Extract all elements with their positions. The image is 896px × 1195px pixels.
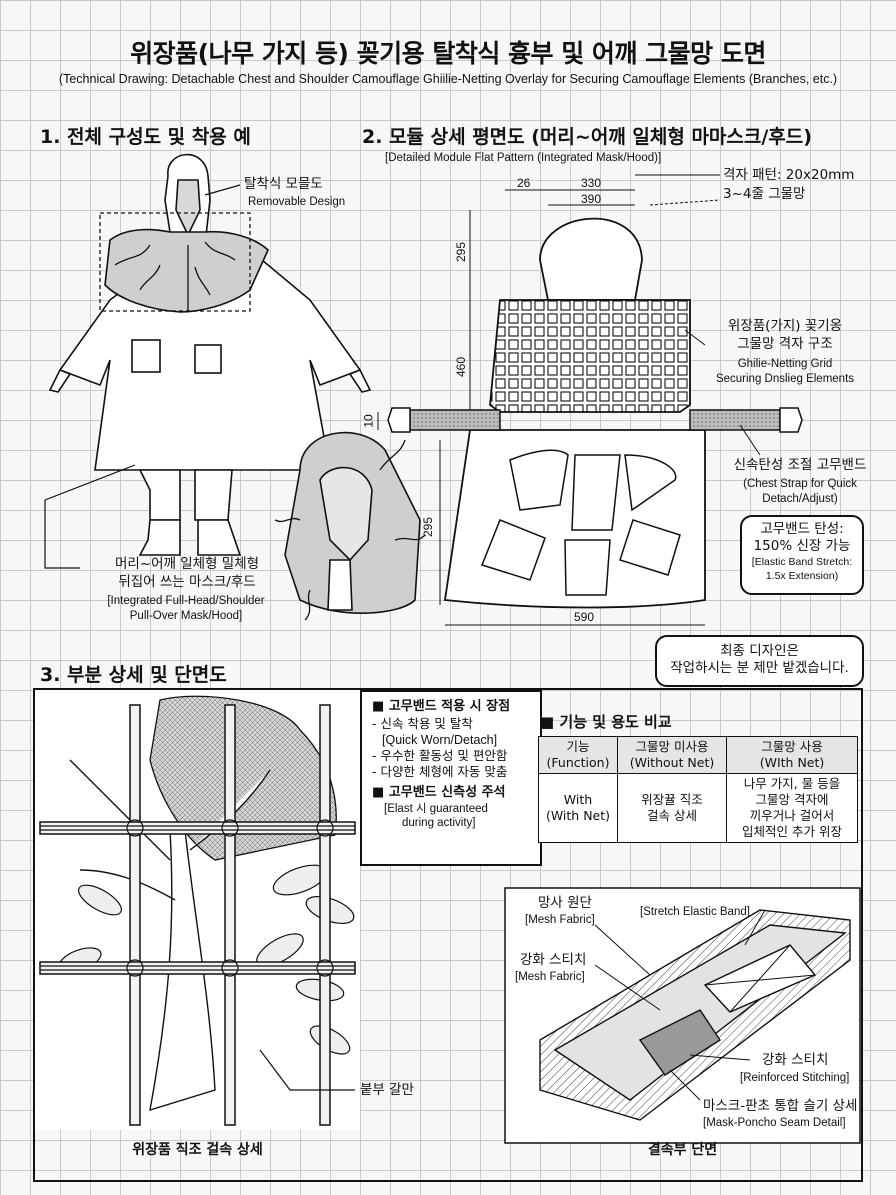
grid-structure-ko-1: 위장품(가지) 꽂기옹 [727, 318, 843, 334]
mask-label-en-2: Pull-Over Mask/Hood] [129, 610, 243, 622]
seam-en: [Mask-Poncho Seam Detail] [703, 1117, 846, 1129]
adv-item: - 신속 착용 및 탈착 [372, 716, 473, 731]
dim-390: 390 [581, 192, 602, 206]
reinforced-en: [Mesh Fabric] [515, 971, 585, 983]
mask-label-ko-2: 뒤집어 쓰는 마스크/후드 [118, 574, 256, 590]
removable-label: 탈착식 모믈도 [244, 176, 323, 192]
strap-label-ko: 신속탄성 조절 고무밴드 [733, 457, 867, 473]
final-note-1: 최종 디자인은 [720, 643, 799, 659]
section3-frame [33, 688, 863, 1182]
page-title: 위장품(나무 가지 등) 꽂기용 탈착식 흉부 및 어깨 그물망 도면 [130, 39, 766, 68]
mask-label-en-1: [Integrated Full-Head/Shoulder [107, 595, 265, 607]
grid-structure-ko-2: 그물망 격자 구조 [737, 336, 833, 352]
removable-label-en: Removable Design [248, 196, 346, 208]
knot-label: 붙부 갈만 [360, 1082, 414, 1098]
dim-330: 330 [581, 176, 602, 190]
elastic-en-2: 1.5x Extension) [765, 570, 839, 582]
caution-en-1: [Elast 시 guaranteed [384, 803, 488, 815]
elastic-callout: 고무밴드 탄성: 150% 신장 가능 [Elastic Band Stretc… [740, 515, 864, 595]
elastic-ko-2: 150% 신장 가능 [753, 538, 851, 554]
adv-item: - 다양한 체형에 자동 맞춤 [372, 764, 508, 779]
page-subtitle: (Technical Drawing: Detachable Chest and… [58, 72, 838, 86]
grid-rows-label: 3~4줄 그물망 [723, 186, 806, 202]
caution-en-2: during activity] [402, 817, 476, 829]
table-header-row: 기능(Function) 그물망 미사용(Without Net) 그물망 사용… [538, 736, 858, 774]
dim-26: 26 [517, 176, 531, 190]
strap-label-en-1: (Chest Strap for Quick [743, 478, 857, 490]
caution-title: ■ 고무밴드 신측성 주석 [372, 785, 506, 800]
section1-heading: 1. 전체 구성도 및 착용 예 [40, 126, 251, 148]
advantages-box: ■ 고무밴드 적용 시 장점 - 신속 착용 및 탈착 [Quick Worn/… [360, 690, 542, 866]
section3-heading: 3. 부분 상세 및 단면도 [40, 664, 227, 686]
final-note-2: 작업하시는 분 제만 밭겠습니다. [670, 660, 849, 676]
header-function: 기능(Function) [538, 736, 618, 774]
adv-item: [Quick Worn/Detach] [382, 733, 498, 747]
header-with-net: 그물망 사용(WIth Net) [726, 736, 858, 774]
header-without-net: 그물망 미사용(Without Net) [617, 736, 727, 774]
mask-label-ko-1: 머리~어깨 일체형 밀체형 [114, 556, 260, 572]
section2-subheading: [Detailed Module Flat Pattern (Integrate… [385, 152, 662, 164]
section2-heading: 2. 모듈 상세 평면도 (머리~어깨 일체형 마마스크/후드) [362, 126, 812, 148]
dim-590: 590 [574, 610, 595, 624]
comparison-table: 기능(Function) 그물망 미사용(Without Net) 그물망 사용… [538, 736, 858, 843]
grid-pattern-label: 격자 패턴: 20x20mm [723, 167, 855, 183]
cell-function: With(With Net) [538, 773, 618, 843]
grid-structure-en-2: Securing Dnslieg Elements [715, 373, 855, 385]
adv-item: - 우수한 활동성 및 편안함 [372, 748, 508, 763]
seam-ko: 마스크-판초 통합 슬기 상세 [703, 1098, 858, 1114]
advantages-title: ■ 고무밴드 적용 시 장점 [372, 699, 511, 714]
left-caption: 위장품 직조 걸속 상세 [132, 1142, 263, 1158]
right-caption: 결속부 단면 [647, 1142, 718, 1158]
final-design-note: 최종 디자인은 작업하시는 분 제만 밭겠습니다. [655, 635, 864, 687]
table-title: ■ 기능 및 용도 비교 [540, 713, 672, 731]
elastic-ko-1: 고무밴드 탄성: [760, 521, 844, 537]
mesh-fabric-ko: 망사 원단 [538, 895, 592, 911]
elastic-en-1: [Elastic Band Stretch: [751, 556, 853, 568]
stretch-band-label: [Stretch Elastic Band] [640, 906, 750, 918]
grid-structure-en-1: Ghilie-Netting Grid [737, 358, 833, 370]
advantages-list: - 신속 착용 및 탈착 [Quick Worn/Detach] - 우수한 활… [372, 716, 540, 780]
mesh-fabric-en: [Mesh Fabric] [525, 914, 595, 926]
reinforced2-ko: 강화 스티치 [762, 1052, 829, 1068]
reinforced-ko: 강화 스티치 [520, 952, 587, 968]
strap-label-en-2: Detach/Adjust) [762, 493, 838, 505]
reinforced2-en: [Reinforced Stitching] [740, 1072, 850, 1084]
